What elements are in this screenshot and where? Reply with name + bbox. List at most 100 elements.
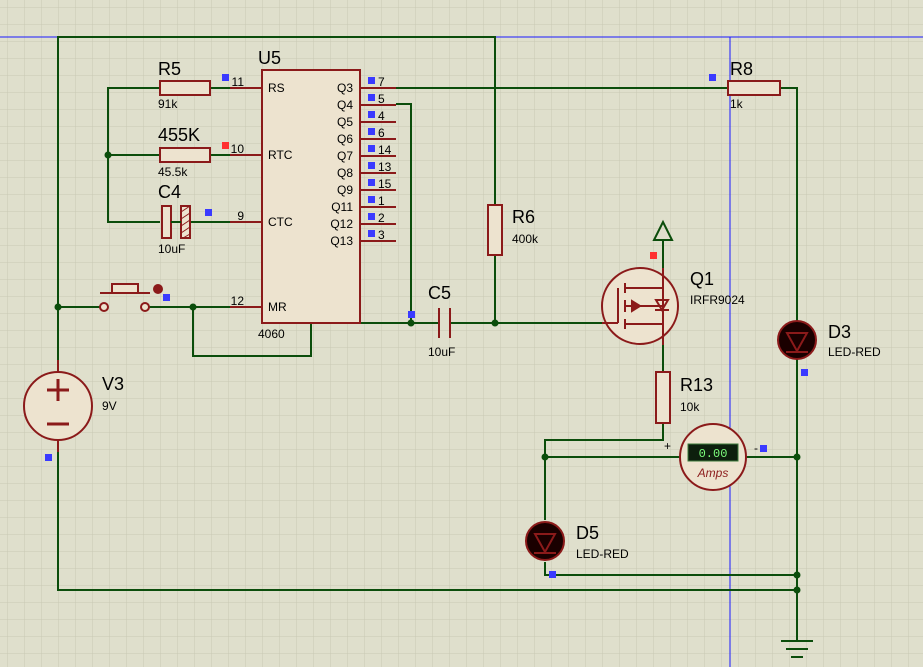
u5-pin-marker xyxy=(368,162,375,169)
u5-pin-number: 4 xyxy=(378,109,385,123)
q1-mosfet[interactable]: Q1 IRFR9024 xyxy=(601,219,745,345)
u5-pin-marker xyxy=(368,230,375,237)
u5-pin-name: Q8 xyxy=(337,166,353,180)
u5-pin-marker xyxy=(368,94,375,101)
u5-ref: U5 xyxy=(258,48,281,68)
q1-marker xyxy=(650,252,657,259)
r5-resistor[interactable]: R5 91k xyxy=(158,59,211,111)
u5-pin-number: 9 xyxy=(237,209,244,223)
u5-pin-marker xyxy=(368,213,375,220)
r13-ref: R13 xyxy=(680,375,713,395)
switch-contact-right xyxy=(140,302,150,312)
u5-body xyxy=(261,69,361,324)
v3-value: 9V xyxy=(102,399,117,413)
u5-pin-number: 12 xyxy=(231,294,245,308)
ammeter-unit: Amps xyxy=(697,466,729,480)
u5-pin-marker xyxy=(368,111,375,118)
switch-contact-left xyxy=(99,302,109,312)
q1-ref: Q1 xyxy=(690,269,714,289)
c5-capacitor[interactable]: C5 10uF xyxy=(428,283,455,359)
switch-actuator-icon[interactable] xyxy=(153,284,163,294)
u5-pin-number: 11 xyxy=(232,75,245,89)
ground-icon xyxy=(781,640,813,658)
u5-pin-number: 13 xyxy=(378,160,392,174)
d5-body xyxy=(525,521,565,561)
u5-pin-name: Q6 xyxy=(337,132,353,146)
u5-pin-marker xyxy=(368,128,375,135)
d3-value: LED-RED xyxy=(828,345,881,359)
v3-battery[interactable]: V3 9V xyxy=(23,360,124,452)
r8-value: 1k xyxy=(730,97,744,111)
u5-pin-number: 10 xyxy=(231,142,245,156)
u5-pin-number: 6 xyxy=(378,126,385,140)
vdd-supply-icon xyxy=(652,219,674,241)
u5-pin-marker xyxy=(368,196,375,203)
u5-pin-name: Q11 xyxy=(331,200,353,214)
q1-value: IRFR9024 xyxy=(690,293,745,307)
probe-markers xyxy=(45,74,808,578)
d5-value: LED-RED xyxy=(576,547,629,561)
d5-led[interactable]: D5 LED-RED xyxy=(525,521,629,561)
r6-ref: R6 xyxy=(512,207,535,227)
u5-pin-name: CTC xyxy=(268,215,293,229)
push-button-switch[interactable] xyxy=(99,283,163,312)
u5-pin-name: Q4 xyxy=(337,98,353,112)
u5-pin-number: 1 xyxy=(378,194,385,208)
u5-pin-marker xyxy=(368,179,375,186)
u5-pin-name: Q5 xyxy=(337,115,353,129)
q1-symbol xyxy=(602,268,670,345)
u5-pin-name: Q3 xyxy=(337,81,353,95)
r8-ref: R8 xyxy=(730,59,753,79)
r13-body xyxy=(655,371,671,424)
u5-pin-marker xyxy=(368,145,375,152)
r5-ref: R5 xyxy=(158,59,181,79)
c5-ref: C5 xyxy=(428,283,451,303)
r8-body xyxy=(727,80,781,96)
r5-value: 91k xyxy=(158,97,178,111)
ammeter-plus-label: + xyxy=(664,439,671,453)
c4-plate-left xyxy=(161,205,172,239)
u5-pin-number: 3 xyxy=(378,228,385,242)
u5-pin-name: Q9 xyxy=(337,183,353,197)
r13-resistor[interactable]: R13 10k xyxy=(655,371,713,424)
d3-ref: D3 xyxy=(828,322,851,342)
u5-pin-number: 2 xyxy=(378,211,385,225)
d5-ref: D5 xyxy=(576,523,599,543)
u5-pin-number: 5 xyxy=(378,92,385,106)
u5-pin-number: 15 xyxy=(378,177,392,191)
u5-pin-name: RS xyxy=(268,81,285,95)
r6-resistor[interactable]: R6 400k xyxy=(487,204,539,256)
r455k-value: 45.5k xyxy=(158,165,188,179)
d3-led[interactable]: D3 LED-RED xyxy=(777,320,881,360)
c4-capacitor[interactable]: C4 10uF xyxy=(158,182,191,256)
ammeter[interactable]: 0.00 Amps + - xyxy=(664,423,758,491)
r8-resistor[interactable]: R8 1k xyxy=(727,59,781,111)
c4-ref: C4 xyxy=(158,182,181,202)
u5-pin-name: RTC xyxy=(268,148,293,162)
ammeter-display xyxy=(687,443,739,462)
c4-value: 10uF xyxy=(158,242,185,256)
c4-hatch xyxy=(180,205,191,239)
r455k-resistor[interactable]: 455K 45.5k xyxy=(158,125,211,179)
d3-diode-icon xyxy=(785,332,809,354)
v3-ref: V3 xyxy=(102,374,124,394)
r455k-ref: 455K xyxy=(158,125,200,145)
r5-body xyxy=(159,80,211,96)
junction-dots xyxy=(54,151,801,594)
u5-pin-name: Q12 xyxy=(330,217,353,231)
u5-pin-name: Q13 xyxy=(330,234,353,248)
r6-body xyxy=(487,204,503,256)
r13-value: 10k xyxy=(680,400,700,414)
switch-cap xyxy=(111,283,139,294)
d5-diode-icon xyxy=(533,533,557,555)
u5-part: 4060 xyxy=(258,327,285,341)
u5-pin-name: Q7 xyxy=(337,149,353,163)
d3-body xyxy=(777,320,817,360)
u5-pin-marker xyxy=(368,77,375,84)
ammeter-reading: 0.00 xyxy=(699,447,728,461)
u5-pin-name: MR xyxy=(268,300,287,314)
wires xyxy=(57,36,798,640)
